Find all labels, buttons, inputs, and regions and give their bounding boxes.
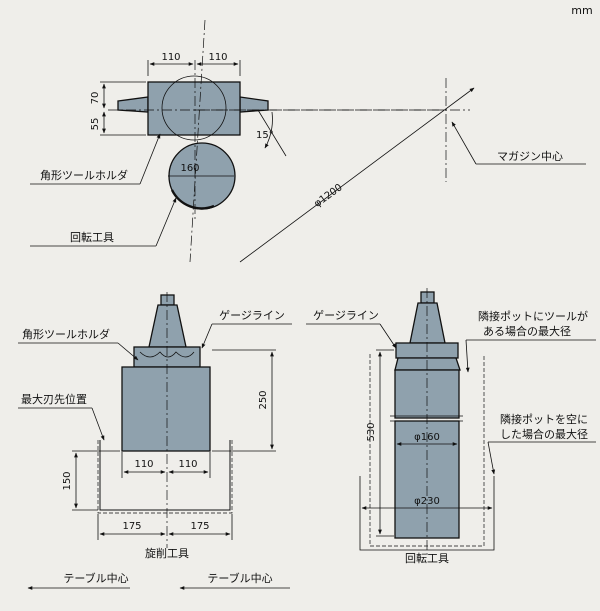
label-rotary-tool-right: 回転工具 <box>405 552 449 565</box>
dim-top-width-right: 110 <box>208 52 227 63</box>
rotary-centerline <box>189 19 206 263</box>
label-adjacent-empty-2: した場合の最大径 <box>500 427 588 441</box>
unit-label: mm <box>571 4 592 17</box>
gauge-leader <box>201 323 213 349</box>
label-gauge-line-left: ゲージライン <box>219 309 285 322</box>
pull-stud <box>420 291 435 304</box>
label-adjacent-tool-1: 隣接ポットにツールが <box>478 309 588 323</box>
radius-label: φ1200 <box>312 182 344 210</box>
dim-left-height-250: 250 <box>258 390 269 409</box>
right-view: φ160 φ230 530 ゲージライン 隣接ポットにツールが ある場合の最大径… <box>306 288 596 565</box>
top-view: 110 110 70 55 160 15° φ1200 マガジン中心 角形ツール… <box>30 19 586 263</box>
dim-right-length-530: 530 <box>366 422 377 441</box>
table-outline <box>99 440 231 511</box>
dim-left-half-left: 110 <box>134 459 153 470</box>
magazine-leader <box>451 121 477 165</box>
label-square-holder-top: 角形ツールホルダ <box>40 168 128 182</box>
adjacent-leader <box>465 339 470 373</box>
dim-rotary-160: 160 <box>180 163 199 174</box>
maxtip-leader <box>91 407 105 441</box>
empty-leader <box>487 441 496 475</box>
label-max-tip: 最大刃先位置 <box>21 392 87 406</box>
angle-arc <box>264 111 273 149</box>
angle-ref-line <box>257 109 287 157</box>
square-holder-body <box>121 366 211 452</box>
gauge-leader <box>379 323 397 349</box>
dim-left-depth-150: 150 <box>62 471 73 490</box>
dim-right-dia-160: φ160 <box>414 432 440 443</box>
label-magazine-center: マガジン中心 <box>497 150 563 163</box>
holder-leader <box>117 342 139 361</box>
dim-left-outer-right: 175 <box>190 521 209 532</box>
label-turning-tool: 旋削工具 <box>145 546 189 560</box>
holder-leader <box>139 133 161 185</box>
holder-taper <box>148 304 187 348</box>
square-holder-top <box>147 81 241 136</box>
radius-line <box>239 87 475 263</box>
label-gauge-line-right: ゲージライン <box>313 309 379 322</box>
footer: テーブル中心 テーブル中心 <box>27 571 290 590</box>
dim-top-width-left: 110 <box>161 52 180 63</box>
label-adjacent-tool-2: ある場合の最大径 <box>483 324 571 338</box>
label-rotary-tool-top: 回転工具 <box>70 231 114 244</box>
dim-left-outer-left: 175 <box>122 521 141 532</box>
angle-label: 15° <box>256 130 274 141</box>
pull-stud <box>160 294 175 306</box>
rotary-tool-edge <box>170 189 215 210</box>
dim-top-height-70: 70 <box>90 92 101 105</box>
rotary-neck <box>394 357 461 371</box>
label-table-center-right: テーブル中心 <box>207 571 272 585</box>
label-adjacent-empty-1: 隣接ポットを空に <box>500 412 588 426</box>
dim-left-half-right: 110 <box>178 459 197 470</box>
dim-top-height-55: 55 <box>90 118 101 131</box>
dim-right-dia-230: φ230 <box>414 496 440 507</box>
label-square-holder-left: 角形ツールホルダ <box>22 327 110 341</box>
flange-groove <box>139 351 195 358</box>
holder-circle <box>161 75 227 141</box>
rotary-leader <box>155 197 177 247</box>
label-table-center-left: テーブル中心 <box>63 571 128 585</box>
rotary-taper <box>409 302 446 344</box>
left-view: 角形ツールホルダ ゲージライン 最大刃先位置 250 110 110 150 1… <box>18 292 292 560</box>
max-tip-boundary <box>97 440 233 514</box>
